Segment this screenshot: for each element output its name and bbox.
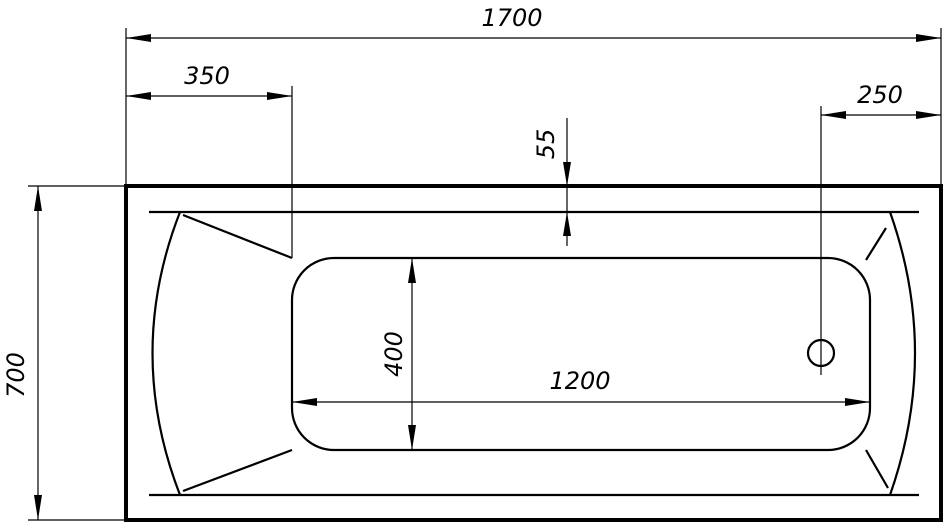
right-accent-line-top bbox=[865, 227, 887, 261]
arrow-1200-right bbox=[845, 398, 870, 406]
arrow-55-bottom bbox=[563, 212, 571, 236]
arrow-55-top bbox=[563, 162, 571, 186]
basin-right-curve bbox=[888, 211, 917, 496]
basin-left-curve bbox=[151, 211, 182, 496]
dimension-label-350: 350 bbox=[184, 62, 230, 90]
arrow-700-top bbox=[34, 186, 42, 211]
dimension-label-400: 400 bbox=[380, 331, 408, 377]
arrow-350-left bbox=[126, 92, 151, 100]
backrest-line-top bbox=[182, 213, 293, 260]
tub-inner-bottom bbox=[290, 256, 872, 452]
arrow-250-right bbox=[916, 111, 941, 119]
arrow-1700-left bbox=[126, 34, 151, 42]
dimension-label-55: 55 bbox=[532, 129, 560, 160]
arrow-400-bottom bbox=[408, 425, 416, 450]
arrow-1200-left bbox=[292, 398, 317, 406]
dimension-label-700: 700 bbox=[2, 352, 30, 398]
arrow-250-left bbox=[821, 111, 846, 119]
backrest-line-bottom bbox=[182, 448, 293, 493]
dimension-label-250: 250 bbox=[857, 81, 903, 109]
tub-outer-outline bbox=[124, 184, 943, 522]
arrow-350-right bbox=[267, 92, 292, 100]
dimension-label-1200: 1200 bbox=[549, 367, 610, 395]
arrow-400-top bbox=[408, 258, 416, 283]
dimension-label-1700: 1700 bbox=[481, 4, 542, 32]
arrow-1700-right bbox=[916, 34, 941, 42]
right-accent-line-bottom bbox=[865, 449, 889, 489]
arrow-700-bottom bbox=[34, 495, 42, 520]
